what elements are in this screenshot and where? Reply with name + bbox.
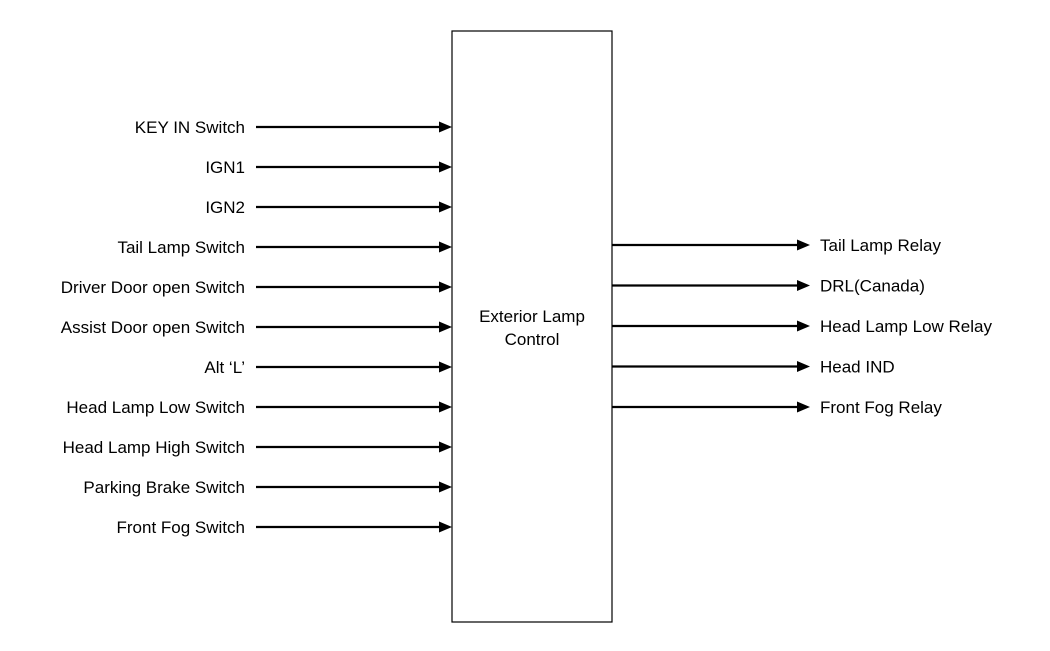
arrowhead-icon — [439, 521, 452, 533]
output-label: Head Lamp Low Relay — [820, 317, 992, 336]
arrowhead-icon — [797, 239, 810, 251]
arrowhead-icon — [439, 201, 452, 213]
input-label: Tail Lamp Switch — [117, 238, 245, 257]
output-head-ind: Head IND — [612, 358, 895, 377]
input-parking-brake-switch: Parking Brake Switch — [83, 478, 452, 497]
output-drl-canada: DRL(Canada) — [612, 277, 925, 296]
input-label: Alt ‘L’ — [204, 358, 245, 377]
arrowhead-icon — [797, 320, 810, 332]
output-tail-lamp-relay: Tail Lamp Relay — [612, 236, 941, 255]
input-label: Head Lamp High Switch — [63, 438, 245, 457]
input-head-lamp-high-switch: Head Lamp High Switch — [63, 438, 452, 457]
output-front-fog-relay: Front Fog Relay — [612, 398, 942, 417]
arrowhead-icon — [797, 401, 810, 413]
arrowhead-icon — [439, 241, 452, 253]
output-label: DRL(Canada) — [820, 277, 925, 296]
input-tail-lamp-switch: Tail Lamp Switch — [117, 238, 452, 257]
block-title-line-2: Control — [505, 330, 560, 349]
input-ign2: IGN2 — [205, 198, 452, 217]
input-label: Head Lamp Low Switch — [66, 398, 245, 417]
output-label: Head IND — [820, 358, 895, 377]
arrowhead-icon — [439, 321, 452, 333]
input-label: Assist Door open Switch — [61, 318, 245, 337]
input-label: Parking Brake Switch — [83, 478, 245, 497]
input-label: IGN2 — [205, 198, 245, 217]
output-label: Front Fog Relay — [820, 398, 942, 417]
input-key-in-switch: KEY IN Switch — [135, 118, 452, 137]
input-alt-l: Alt ‘L’ — [204, 358, 452, 377]
input-label: Driver Door open Switch — [61, 278, 245, 297]
input-label: IGN1 — [205, 158, 245, 177]
arrowhead-icon — [439, 481, 452, 493]
output-head-lamp-low-relay: Head Lamp Low Relay — [612, 317, 992, 336]
block-title-line-1: Exterior Lamp — [479, 307, 585, 326]
output-label: Tail Lamp Relay — [820, 236, 941, 255]
arrowhead-icon — [439, 441, 452, 453]
input-label: KEY IN Switch — [135, 118, 245, 137]
input-head-lamp-low-switch: Head Lamp Low Switch — [66, 398, 452, 417]
input-front-fog-switch: Front Fog Switch — [117, 518, 452, 537]
arrowhead-icon — [439, 401, 452, 413]
arrowhead-icon — [439, 281, 452, 293]
arrowhead-icon — [439, 121, 452, 133]
input-label: Front Fog Switch — [117, 518, 246, 537]
arrowhead-icon — [797, 280, 810, 291]
input-driver-door-open-switch: Driver Door open Switch — [61, 278, 452, 297]
exterior-lamp-control-block — [451, 30, 613, 623]
input-assist-door-open-switch: Assist Door open Switch — [61, 318, 452, 337]
arrowhead-icon — [439, 361, 452, 373]
arrowhead-icon — [797, 361, 810, 372]
input-ign1: IGN1 — [205, 158, 452, 177]
arrowhead-icon — [439, 161, 452, 173]
